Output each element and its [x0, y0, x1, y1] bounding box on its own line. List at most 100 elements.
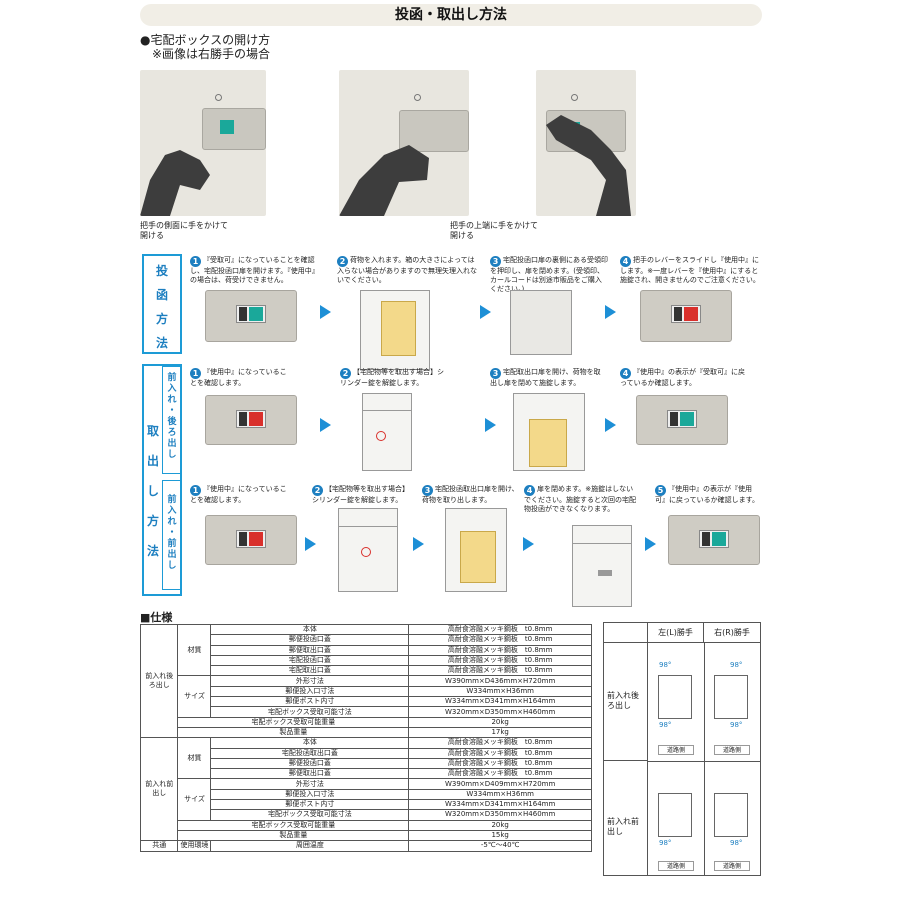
spec-cell: 使用環境 [177, 840, 212, 852]
photo-open-top-1 [339, 70, 469, 216]
spec-cell: W334mm×H36mm [408, 685, 592, 698]
sub1-char: 前 [167, 373, 177, 383]
spec-cell: -5℃～40℃ [408, 840, 592, 852]
caption-left-2: 開ける [140, 231, 164, 240]
tori2-step-1: 1『使用中』になっていることを確認します。 [190, 485, 290, 505]
spec-cell: 材質 [177, 737, 212, 780]
arrow-icon [320, 305, 331, 319]
spec-cell: 郵便ポスト内寸 [210, 696, 410, 708]
step-number: 2 [312, 485, 323, 496]
step-number: 4 [620, 368, 631, 379]
step-text: 扉を閉めます。※施錠はしないでください。施錠すると次回の宅配物投函ができなくなり… [524, 485, 636, 513]
spec-row: 共通使用環境周囲温度-5℃～40℃ [139, 840, 592, 852]
box-rear [362, 393, 412, 471]
spec-cell: 宅配ボックス受取可能重量 [177, 819, 410, 831]
spec-cell: 高耐食溶融メッキ鋼板 t0.8mm [408, 768, 592, 780]
sub2-char: れ [167, 517, 177, 527]
spec-cell: 高耐食溶融メッキ鋼板 t0.8mm [408, 644, 592, 656]
step-number: 2 [340, 368, 351, 379]
step-number: 4 [620, 256, 631, 267]
spec-cell: 前入れ後ろ出し [139, 623, 179, 739]
spec-cell: W390mm×D436mm×H720mm [408, 675, 592, 687]
box-rear-open [513, 393, 585, 471]
step-text: 荷物を入れます。箱の大きさによっては入らない場合がありますので無理矢理入れないで… [337, 256, 477, 284]
status-plate-busy [205, 515, 297, 565]
spec-cell: 周囲温度 [210, 840, 410, 852]
spec-cell: 郵便取出口蓋 [210, 644, 410, 656]
arrow-icon [645, 537, 656, 551]
sub1-label-box: 前 入 れ ・ 後 ろ 出 し [162, 366, 182, 474]
spec-cell: 高耐食溶融メッキ鋼板 t0.8mm [408, 623, 592, 636]
road-label: 道路側 [658, 745, 694, 755]
spec-cell: 郵便取出口蓋 [210, 768, 410, 780]
sub1-char: 後 [167, 417, 177, 427]
spec-cell: W334mm×D341mm×H164mm [408, 696, 592, 708]
angle-label: 98° [659, 721, 672, 729]
sub1-char: れ [167, 395, 177, 405]
spec-cell: 製品重量 [177, 829, 410, 842]
step-text: 宅配取出口扉を開け、荷物を取出し扉を閉めて施錠します。 [490, 368, 601, 387]
stamp-photo [510, 290, 572, 355]
road-label: 道路側 [714, 861, 750, 871]
spec-cell: 高耐食溶融メッキ鋼板 t0.8mm [408, 634, 592, 646]
sub2-char: 出 [167, 550, 177, 560]
step-number: 2 [337, 256, 348, 267]
step-text: 【宅配物等を取出す場合】シリンダー錠を解錠します。 [340, 368, 444, 387]
spec-cell: 本体 [210, 623, 410, 636]
step-number: 1 [190, 368, 201, 379]
status-plate-ok [205, 290, 297, 342]
arrow-icon [605, 418, 616, 432]
arrow-icon [523, 537, 534, 551]
spec-cell: 外形寸法 [210, 675, 410, 687]
status-plate-ok [668, 515, 760, 565]
spec-cell: 郵便投入口寸法 [210, 685, 410, 698]
tori1-step-4: 4『使用中』の表示が『受取可』に戻っているか確認します。 [620, 368, 750, 388]
spec-cell: 15kg [408, 829, 592, 842]
open-note: ※画像は右勝手の場合 [152, 47, 271, 61]
step-text: 『使用中』の表示が『使用可』に戻っているか確認します。 [655, 485, 759, 504]
step-text: 『受取可』になっていることを確認し、宅配投函口扉を開けます。『使用中』の場合は、… [190, 256, 319, 284]
hand-row-2: 前入れ前出し [604, 761, 648, 875]
arrow-icon [485, 418, 496, 432]
spec-cell: 宅配ボックス受取可能重量 [177, 716, 410, 728]
spec-cell: 20kg [408, 716, 592, 728]
spec-cell: 前入れ前出し [139, 737, 179, 842]
spec-cell: 17kg [408, 726, 592, 739]
toukan-step-1: 1『受取可』になっていることを確認し、宅配投函口扉を開けます。『使用中』の場合は… [190, 256, 320, 285]
sub2-label-box: 前 入 れ ・ 前 出 し [162, 480, 182, 590]
spec-cell: W334mm×D341mm×H164mm [408, 799, 592, 811]
spec-cell: 高耐食溶融メッキ鋼板 t0.8mm [408, 665, 592, 677]
spec-cell: W320mm×D350mm×H460mm [408, 809, 592, 821]
hand-col-left: 左(L)勝手 [648, 623, 704, 643]
tori2-step-5: 5『使用中』の表示が『使用可』に戻っているか確認します。 [655, 485, 760, 505]
hand-col-right: 右(R)勝手 [704, 623, 760, 643]
tori2-step-2: 2【宅配物等を取出す場合】シリンダー錠を解錠します。 [312, 485, 412, 505]
arrow-icon [320, 418, 331, 432]
sub1-char: ろ [167, 428, 177, 438]
spec-cell: 共通 [139, 840, 179, 852]
spec-cell: W320mm×D350mm×H460mm [408, 706, 592, 718]
spec-cell: 宅配取出口蓋 [210, 665, 410, 677]
tori1-step-1: 1『使用中』になっていることを確認します。 [190, 368, 290, 388]
spec-cell: 製品重量 [177, 726, 410, 739]
tori1-step-2: 2【宅配物等を取出す場合】シリンダー錠を解錠します。 [340, 368, 450, 388]
photo-open-side [140, 70, 266, 216]
box-front-open [445, 508, 507, 592]
caption-left-1: 把手の側面に手をかけて [140, 221, 228, 230]
page-title: 投函・取出し方法 [140, 4, 762, 26]
step-text: 『使用中』になっていることを確認します。 [190, 485, 287, 504]
arrow-icon [305, 537, 316, 551]
step-number: 3 [490, 368, 501, 379]
arrow-icon [413, 537, 424, 551]
